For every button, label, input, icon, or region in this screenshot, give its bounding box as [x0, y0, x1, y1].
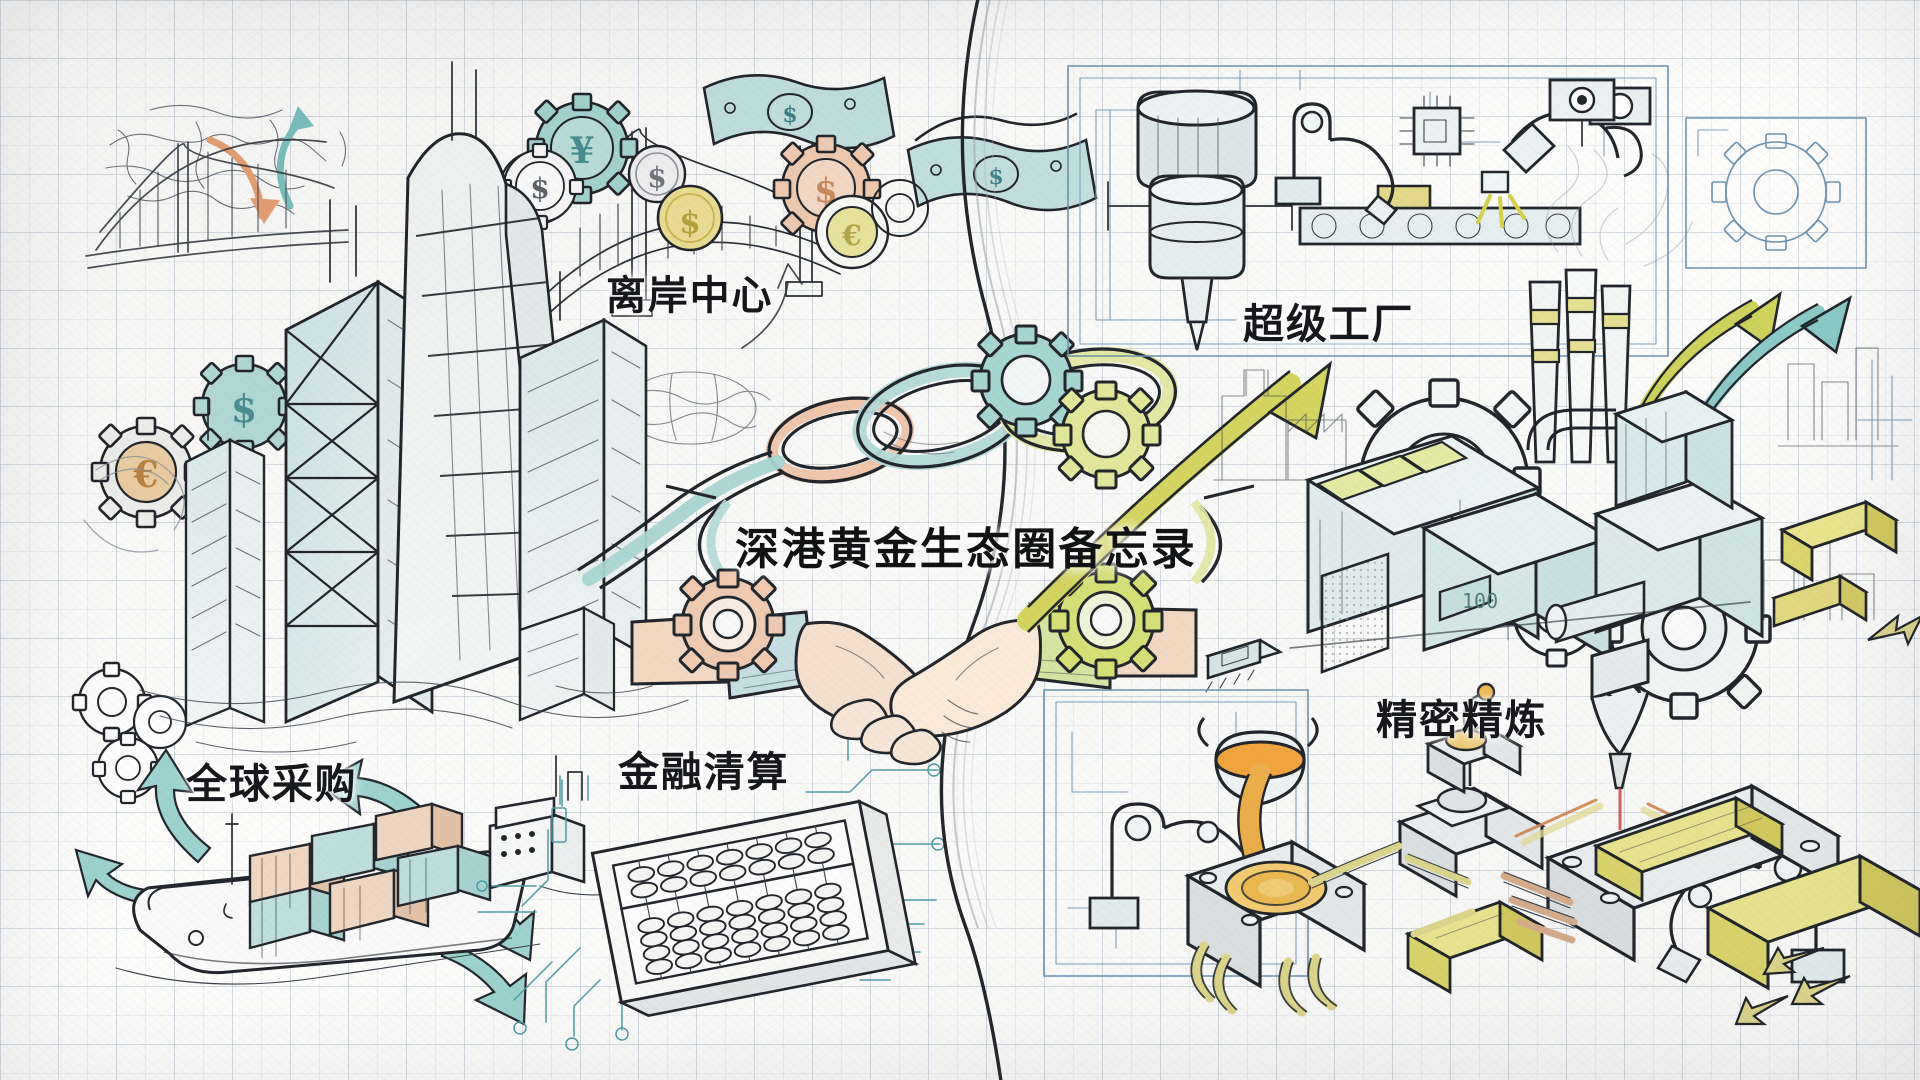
- coin-gold: $: [658, 186, 722, 250]
- container-ship: [116, 756, 626, 984]
- gear-plain-outline: [872, 180, 928, 236]
- suspension-bridge-lower: [86, 140, 348, 268]
- small-arrows-cluster: [1736, 616, 1920, 1024]
- blueprint-gear: [1686, 118, 1866, 268]
- svg-text:$: $: [530, 172, 549, 205]
- gold-bar-small-upper: [1774, 576, 1866, 626]
- chain-tail-left: [578, 452, 784, 588]
- gear-dollar-teal: $: [194, 356, 294, 456]
- pencil-swoosh: [84, 456, 184, 552]
- low-building-block: [520, 608, 614, 720]
- svg-text:$: $: [988, 164, 1003, 190]
- tower-right-block: [520, 272, 646, 672]
- gear-chain-teal: [972, 326, 1082, 436]
- probe-tools: [1408, 684, 1574, 940]
- smokestacks: [1530, 270, 1630, 462]
- small-gears-cluster: [73, 663, 186, 803]
- gear-chain-yellow: [1054, 382, 1160, 488]
- label-offshore-center: 离岸中心: [606, 273, 774, 319]
- gear-euro-yellow: €: [816, 196, 888, 268]
- gear-handshake-yellowgreen: [1050, 564, 1162, 678]
- label-financial-clearing: 金融清算: [618, 748, 790, 796]
- microchip-icon-lower: [1206, 640, 1280, 692]
- gear-handshake-salmon: [674, 570, 784, 680]
- conveyor-belt: [1300, 186, 1580, 244]
- svg-text:100: 100: [1462, 589, 1498, 613]
- label-global-procurement: 全球采购: [186, 760, 358, 808]
- crucible-pour: [1188, 718, 1364, 1012]
- panel-divider: [941, 0, 1035, 1080]
- svg-text:$: $: [679, 205, 701, 241]
- label-super-factory: 超级工厂: [1243, 300, 1415, 348]
- water-ripples: [140, 682, 688, 752]
- abacus: [592, 797, 915, 1020]
- svg-text:¥: ¥: [569, 130, 594, 172]
- smoke-plume: [1546, 146, 1692, 266]
- vision-sensor: [1550, 80, 1614, 146]
- growth-arrow-yellow: [1028, 364, 1330, 632]
- gold-bar-finished-right: [1708, 856, 1920, 988]
- world-map-icon: [106, 105, 346, 214]
- factory-complex: 100: [1290, 392, 1762, 672]
- cnc-spindle: [1108, 91, 1292, 350]
- gear-euro-tan: €: [92, 418, 201, 527]
- svg-text:$: $: [782, 102, 797, 128]
- refining-robot-arm-right: [1658, 842, 1844, 982]
- main-title: 深港黄金生态圈备忘录: [735, 524, 1197, 575]
- blueprint-lines-right: [1858, 360, 1912, 480]
- robot-arm-left: [1276, 104, 1396, 224]
- microchip-icon: [1400, 96, 1474, 166]
- gold-bar-finished-lower: [1408, 902, 1542, 992]
- handshake: [632, 604, 1196, 764]
- svg-text:$: $: [647, 161, 666, 194]
- tower-small-left: [186, 400, 264, 726]
- coin-silver: $: [629, 146, 685, 202]
- svg-text:€: €: [841, 219, 861, 252]
- gold-bar-in-mold: [1548, 786, 1838, 960]
- svg-text:$: $: [231, 386, 257, 431]
- banknote-teal-1: $: [704, 75, 894, 148]
- label-precision-refining: 精密精炼: [1376, 696, 1548, 744]
- gold-bar-mid-left: [1782, 502, 1896, 580]
